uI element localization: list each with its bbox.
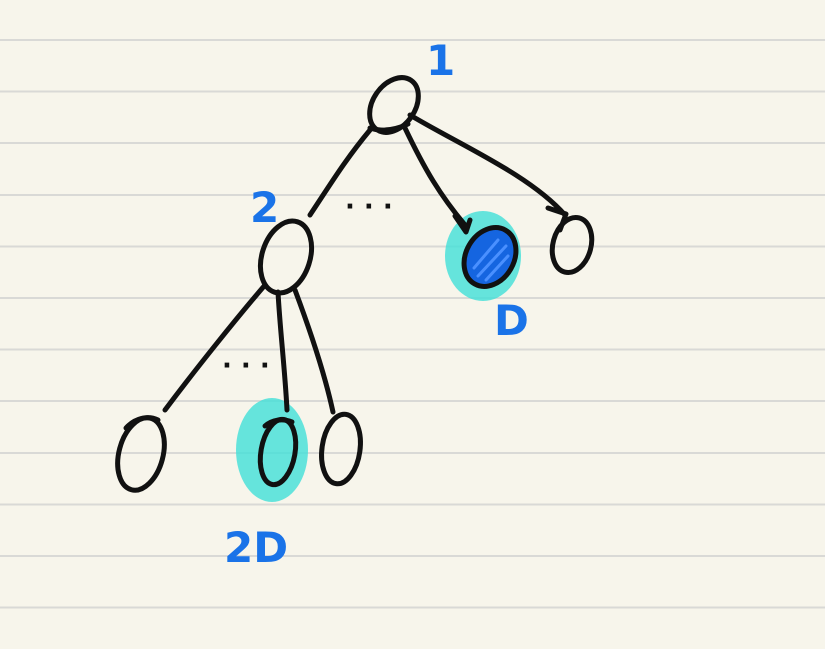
node-leaf-2d-top-mark xyxy=(262,417,295,429)
label-root: 1 xyxy=(426,36,455,85)
ellipsis-upper: · · · xyxy=(345,192,393,222)
ellipsis-lower: · · · xyxy=(222,351,270,381)
edge-root-to-node2 xyxy=(307,127,373,218)
label-depth-2d: 2D xyxy=(224,523,288,572)
node-left-leaf xyxy=(115,415,167,493)
node-depth-d-hatching xyxy=(472,238,510,282)
node-left-leaf-top-mark xyxy=(123,415,161,431)
node-level2 xyxy=(257,218,315,296)
node-right-leaf xyxy=(319,411,363,487)
node-depth-d xyxy=(461,225,519,289)
edge-root-to-node-d xyxy=(402,125,473,235)
node-right xyxy=(549,215,595,275)
node-root-base-mark xyxy=(367,121,411,133)
edge-node2-to-leaf-2d xyxy=(275,289,290,413)
edge-node2-to-right-leaf xyxy=(292,287,336,415)
label-level2: 2 xyxy=(250,183,279,232)
label-depth-d: D xyxy=(494,296,529,345)
edge-node2-to-left-leaf xyxy=(162,282,268,413)
